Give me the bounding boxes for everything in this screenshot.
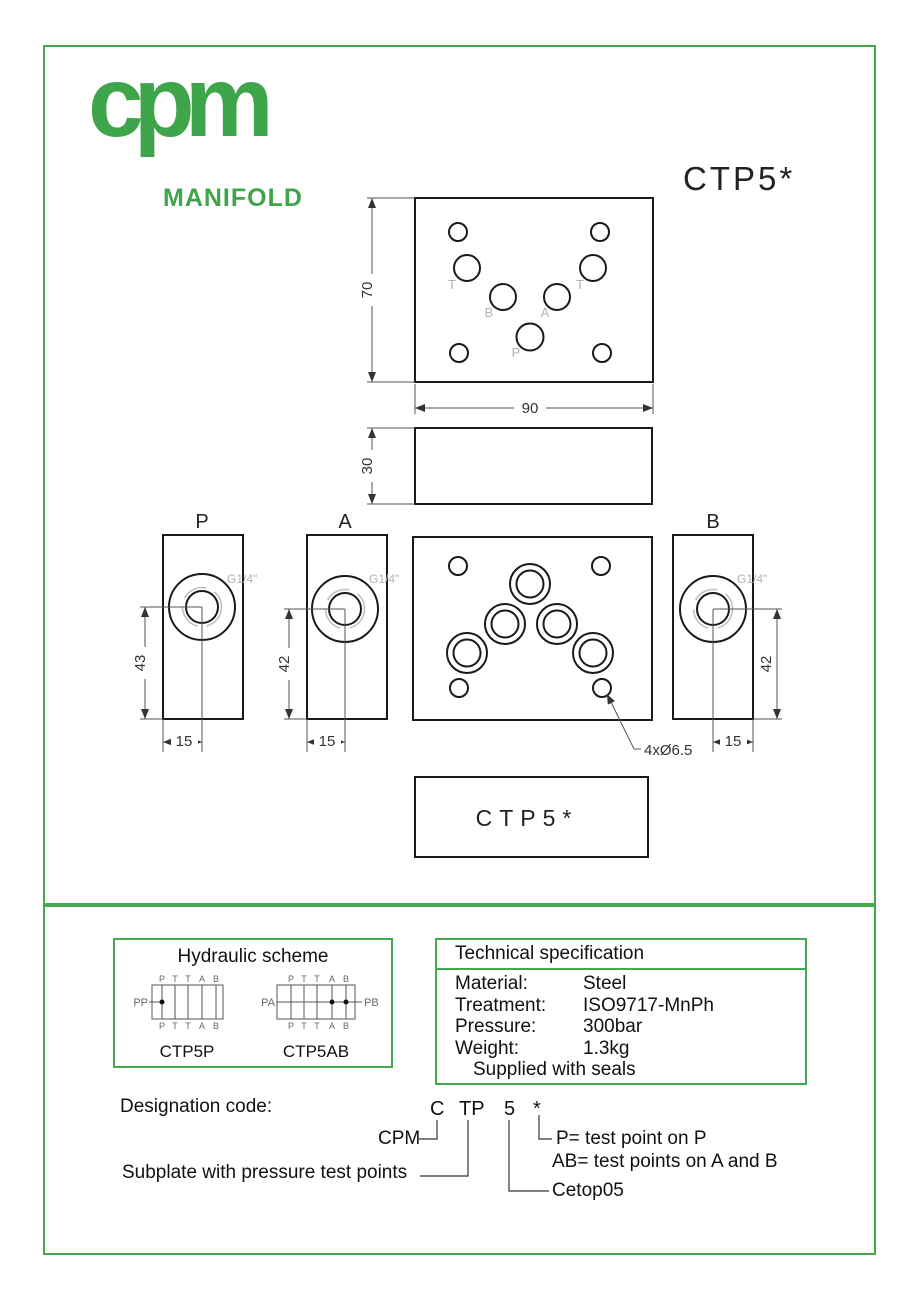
code-meaning-cpm: CPM xyxy=(378,1128,421,1149)
side-view-dim-height: 30 xyxy=(359,458,376,475)
s2-top-t2: T xyxy=(314,974,320,984)
port-view-p-thread: G1/4" xyxy=(227,572,257,586)
s2-bot-t1: T xyxy=(301,1021,307,1031)
s1-bot-a: A xyxy=(199,1021,205,1031)
spec-label: Material: xyxy=(455,973,528,994)
port-view-b-dim-v: 42 xyxy=(758,656,775,673)
code-part-c: C xyxy=(430,1098,445,1120)
spec-note-seals: Supplied with seals xyxy=(473,1059,636,1080)
spec-label: Weight: xyxy=(455,1037,520,1059)
product-title: CTP5* xyxy=(683,160,796,197)
spec-row-pressure: Pressure: 300bar xyxy=(455,1016,805,1038)
technical-specification-title: Technical specification xyxy=(437,940,805,970)
side-view: 30 xyxy=(359,427,653,505)
port-view-b-dim-h: 15 xyxy=(725,733,742,750)
s1-bot-t1: T xyxy=(172,1021,178,1031)
hydraulic-schematics: P T T A B P T T A B PP CTP5P xyxy=(133,974,379,1061)
scheme-ctp5ab: P T T A B P T T A B PA PB CTP5AB xyxy=(261,974,379,1061)
port-view-b-label: B xyxy=(706,511,719,533)
designation-code-label: Designation code: xyxy=(120,1096,273,1117)
technical-drawing: T T B A P 70 90 xyxy=(132,197,782,858)
spec-label: Pressure: xyxy=(455,1016,537,1037)
port-view-p-dim-v: 43 xyxy=(132,655,149,672)
s1-top-a: A xyxy=(199,974,205,984)
hydraulic-scheme-box: Hydraulic scheme P T T A B P T T A B PP xyxy=(113,938,393,1068)
name-plate-text: CTP5* xyxy=(476,805,579,831)
bottom-view: 4xØ6.5 xyxy=(412,536,692,759)
hydraulic-scheme-title: Hydraulic scheme xyxy=(177,946,329,967)
s2-bot-t2: T xyxy=(314,1021,320,1031)
port-view-p-dim-h: 15 xyxy=(176,733,193,750)
spec-value: ISO9717-MnPh xyxy=(583,994,714,1016)
s2-top-p: P xyxy=(288,974,294,984)
s2-pa-label: PA xyxy=(261,997,276,1009)
s2-bot-p: P xyxy=(288,1021,294,1031)
spec-row-weight: Weight: 1.3kg xyxy=(455,1038,805,1060)
top-view-label-p: P xyxy=(512,345,521,360)
code-meaning-star-ab: AB= test points on A and B xyxy=(552,1151,778,1172)
spec-row-material: Material: Steel xyxy=(455,973,805,995)
top-view-dim-height: 70 xyxy=(359,282,376,299)
top-view: T T B A P 70 90 xyxy=(359,197,654,417)
code-part-tp: TP xyxy=(459,1098,485,1120)
s2-bot-a: A xyxy=(329,1021,335,1031)
spec-value: Steel xyxy=(583,973,627,994)
top-view-label-t2: T xyxy=(576,277,584,292)
top-view-label-a: A xyxy=(541,305,550,320)
code-meaning-cetop: Cetop05 xyxy=(552,1180,624,1201)
section-divider xyxy=(43,903,876,907)
port-view-a-dim-h: 15 xyxy=(319,733,336,750)
port-view-a-label: A xyxy=(338,511,352,533)
port-view-b: B G1/4" 42 15 xyxy=(672,511,782,752)
cpm-logo-manifold-text: MANIFOLD xyxy=(163,184,303,212)
top-view-dim-width: 90 xyxy=(522,400,539,417)
s2-pb-label: PB xyxy=(364,997,379,1009)
s1-bot-p: P xyxy=(159,1021,165,1031)
top-view-label-t1: T xyxy=(448,277,456,292)
port-view-p: P G1/4" 43 15 xyxy=(132,511,257,752)
s1-bot-b: B xyxy=(213,1021,219,1031)
technical-specification-box: Technical specification Material: Steel … xyxy=(435,938,807,1085)
technical-specification-rows: Material: Steel Treatment: ISO9717-MnPh … xyxy=(437,970,805,1081)
port-view-b-thread: G1/4" xyxy=(737,572,767,586)
cpm-logo: cpm xyxy=(88,46,274,158)
s1-pp-label: PP xyxy=(133,997,148,1009)
bottom-view-holes-note: 4xØ6.5 xyxy=(644,742,692,759)
spec-row-treatment: Treatment: ISO9717-MnPh xyxy=(455,995,805,1017)
code-meaning-star-p: P= test point on P xyxy=(556,1128,707,1149)
top-view-label-b: B xyxy=(485,305,494,320)
page-frame xyxy=(43,45,876,1255)
spec-label: Treatment: xyxy=(455,994,547,1016)
s1-top-p: P xyxy=(159,974,165,984)
designation-connector-lines xyxy=(419,1115,552,1192)
port-view-a: A G1/4" 42 15 xyxy=(276,511,399,752)
code-part-star: * xyxy=(533,1098,541,1120)
spec-value: 1.3kg xyxy=(583,1037,630,1059)
scheme-ctp5p: P T T A B P T T A B PP CTP5P xyxy=(133,974,224,1061)
s1-top-t1: T xyxy=(172,974,178,984)
s1-top-b: B xyxy=(213,974,219,984)
spec-value: 300bar xyxy=(583,1016,643,1037)
port-view-p-label: P xyxy=(195,511,208,533)
code-part-5: 5 xyxy=(504,1098,516,1120)
scheme-ctp5p-name: CTP5P xyxy=(160,1042,215,1061)
code-meaning-subplate: Subplate with pressure test points xyxy=(122,1162,408,1183)
s2-top-b: B xyxy=(343,974,349,984)
port-view-a-dim-v: 42 xyxy=(276,656,293,673)
name-plate: CTP5* xyxy=(414,776,649,858)
port-view-a-thread: G1/4" xyxy=(369,572,399,586)
scheme-ctp5ab-name: CTP5AB xyxy=(283,1042,349,1061)
s1-bot-t2: T xyxy=(185,1021,191,1031)
s2-top-t1: T xyxy=(301,974,307,984)
s1-top-t2: T xyxy=(185,974,191,984)
s2-top-a: A xyxy=(329,974,335,984)
s2-bot-b: B xyxy=(343,1021,349,1031)
